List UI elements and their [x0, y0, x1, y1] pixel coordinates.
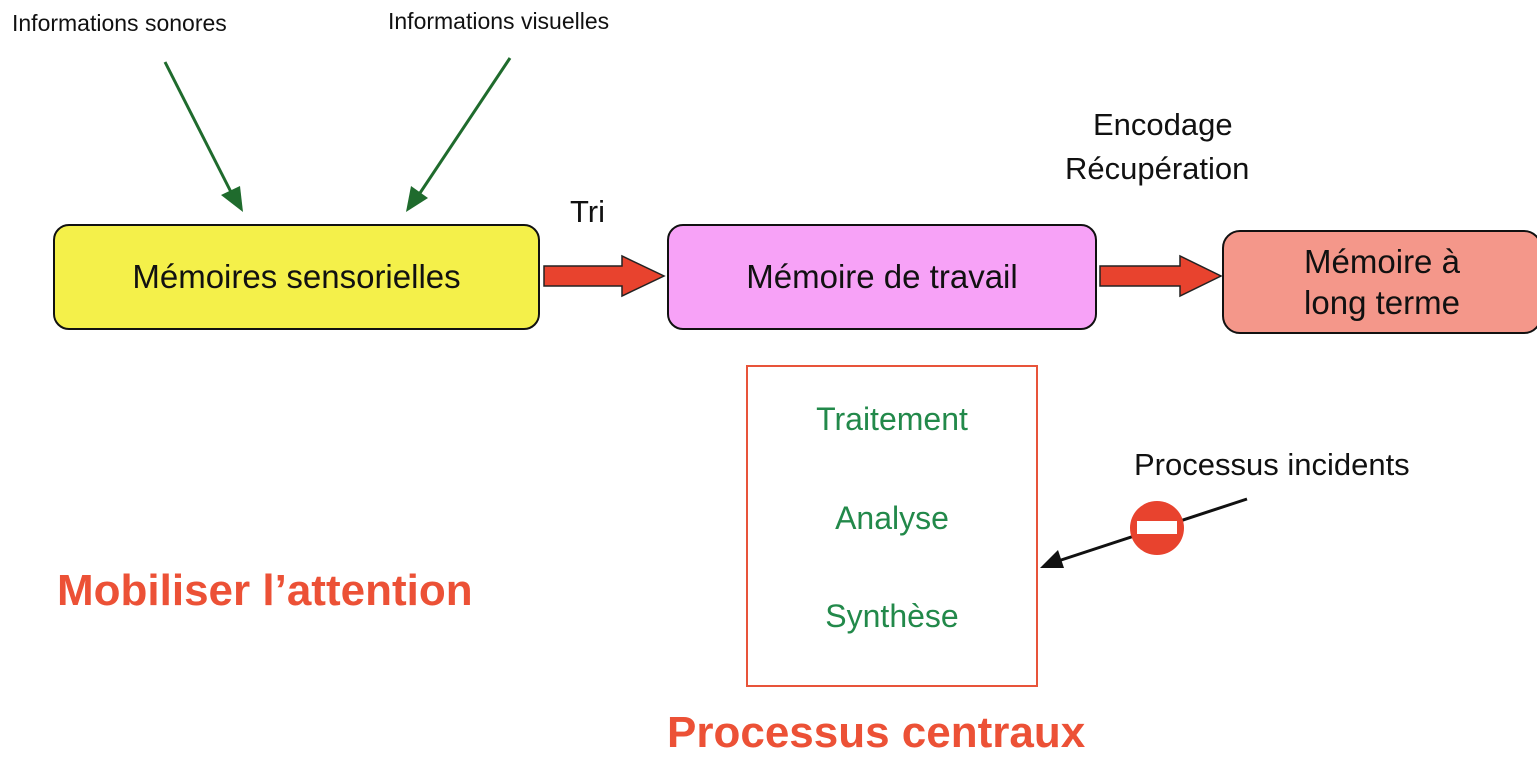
incidental-arrow: [1040, 497, 1248, 568]
central-processes-box: Traitement Analyse Synthèse: [746, 365, 1038, 687]
retrieval-label: Récupération: [1065, 151, 1250, 186]
central-item-synthesis: Synthèse: [825, 598, 959, 634]
sound-info-label: Informations sonores: [12, 10, 227, 36]
central-item-processing: Traitement: [816, 401, 968, 437]
central-processes-title: Processus centraux: [667, 708, 1086, 757]
long-term-memory-box: Mémoire à long terme: [1222, 230, 1537, 334]
long-term-memory-label: Mémoire à long terme: [1304, 242, 1460, 321]
sensory-memory-box: Mémoires sensorielles: [53, 224, 540, 330]
encoding-flow-arrow: [1099, 254, 1223, 298]
incidental-processes-label: Processus incidents: [1134, 447, 1410, 482]
sort-flow-arrow: [543, 254, 666, 298]
visual-info-label: Informations visuelles: [388, 8, 610, 34]
sound-input-arrow: [163, 61, 243, 212]
working-memory-box: Mémoire de travail: [667, 224, 1097, 330]
sort-label: Tri: [570, 194, 605, 229]
no-entry-icon: [1130, 501, 1184, 555]
sensory-memory-label: Mémoires sensorielles: [132, 258, 461, 296]
visual-input-arrow: [406, 57, 512, 212]
attention-headline: Mobiliser l’attention: [57, 566, 473, 615]
working-memory-label: Mémoire de travail: [746, 258, 1018, 296]
central-item-analysis: Analyse: [835, 500, 949, 536]
encoding-label: Encodage: [1093, 107, 1233, 142]
